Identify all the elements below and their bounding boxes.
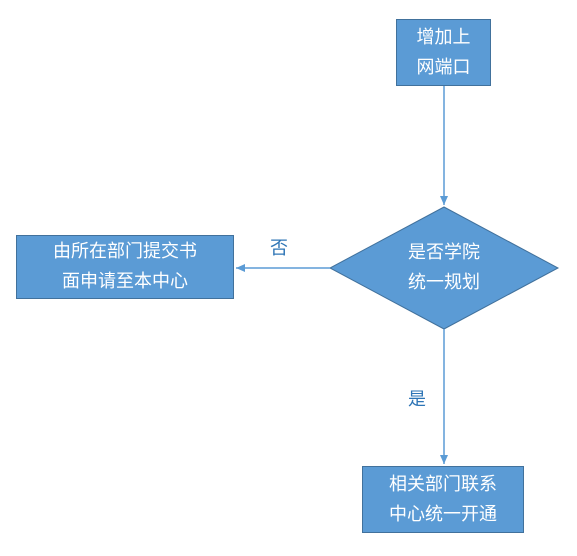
edge-label-no: 否	[270, 238, 288, 259]
decision-label: 是否学院 统一规划	[408, 242, 480, 293]
yes-branch-box: 相关部门联系 中心统一开通	[362, 466, 524, 533]
edge-label-yes: 是	[408, 389, 426, 410]
start-box-label: 增加上 网端口	[416, 26, 471, 78]
no-branch-box: 由所在部门提交书 面申请至本中心	[16, 235, 234, 299]
no-branch-label: 由所在部门提交书 面申请至本中心	[53, 241, 197, 292]
start-box: 增加上 网端口	[396, 19, 491, 86]
yes-branch-label: 相关部门联系 中心统一开通	[389, 473, 497, 525]
